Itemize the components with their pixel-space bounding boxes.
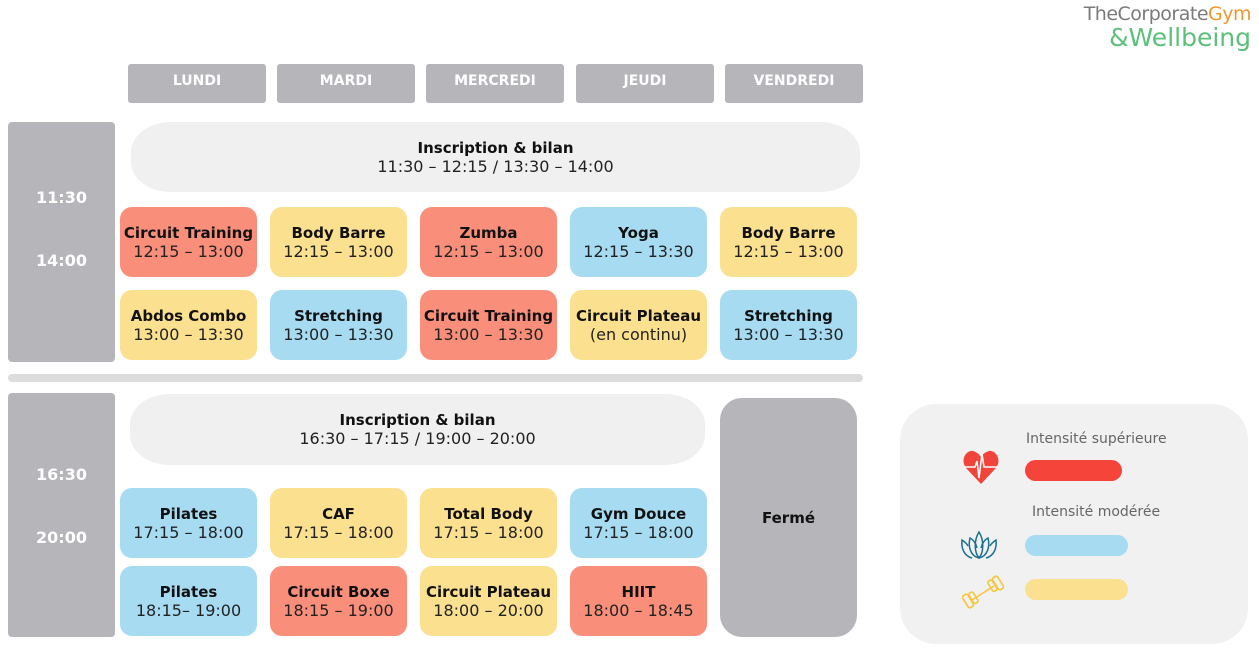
midday-time-panel: 11:30 14:00 [8,122,115,362]
class-name: Pilates [159,504,218,523]
day-header-jeudi: JEUDI [576,64,714,103]
class-hours: 17:15 – 18:00 [283,522,394,542]
legend: Intensité supérieure Intensité modérée [900,404,1248,644]
legend-blue-bar [1025,535,1128,556]
day-header-vendredi: VENDREDI [725,64,863,103]
class-hours: 13:00 – 13:30 [433,324,544,344]
class-name: Zumba [459,223,518,242]
class-name: Circuit Boxe [287,582,390,601]
class-name: Yoga [618,223,659,242]
closed-label: Fermé [761,508,815,527]
start-time: 16:30 [36,465,87,484]
class-name: Body Barre [291,223,386,242]
class-hours: 13:00 – 13:30 [283,324,394,344]
dumbbell-icon [962,575,1004,609]
class-name: Abdos Combo [130,306,247,325]
legend-moderate-label: Intensité modérée [1032,504,1161,520]
logo: TheCorporateGym &Wellbeing [1083,2,1252,52]
logo-wellbeing: &Wellbeing [1109,23,1251,52]
class-hours: 18:15– 19:00 [135,600,242,620]
class-name: Circuit Training [123,223,254,242]
class-hours: 18:00 – 18:45 [583,600,694,620]
legend-yellow-bar [1025,579,1128,600]
inscription-title: Inscription & bilan [417,138,574,157]
evening-inscription: Inscription & bilan 16:30 – 17:15 / 19:0… [130,394,705,465]
class-name: Body Barre [741,223,836,242]
class-name: Circuit Training [423,306,554,325]
logo-text: TheCorporate [1083,3,1209,25]
class-hours: 12:15 – 13:30 [583,241,694,261]
class-hours: 13:00 – 13:30 [733,324,844,344]
class-card[interactable]: Circuit Plateau(en continu) [570,290,707,360]
class-name: CAF [322,504,355,523]
class-name: HIIT [621,582,656,601]
class-name: Total Body [444,504,533,523]
legend-high-bar [1025,460,1122,481]
class-hours: 17:15 – 18:00 [433,522,544,542]
legend-high-label: Intensité supérieure [1026,431,1167,447]
class-hours: 17:15 – 18:00 [583,522,694,542]
class-name: Gym Douce [590,504,687,523]
midday-inscription: Inscription & bilan 11:30 – 12:15 / 13:3… [131,122,860,192]
start-time: 11:30 [36,188,87,207]
class-name: Circuit Plateau [575,306,702,325]
class-hours: 17:15 – 18:00 [133,522,244,542]
inscription-hours: 11:30 – 12:15 / 13:30 – 14:00 [377,156,614,176]
inscription-title: Inscription & bilan [339,411,496,429]
logo-text-gym: Gym [1208,3,1251,25]
heart-rate-icon [963,450,999,484]
class-name: Stretching [744,306,833,325]
class-hours: 12:15 – 13:00 [733,241,844,261]
class-hours: 12:15 – 13:00 [283,241,394,261]
end-time: 14:00 [36,251,87,270]
day-header-mercredi: MERCREDI [426,64,564,103]
class-name: Pilates [159,582,218,601]
closed-friday: Fermé [720,398,857,637]
class-hours: 18:00 – 20:00 [433,600,544,620]
day-header-mardi: MARDI [277,64,415,103]
class-hours: 13:00 – 13:30 [133,324,244,344]
lotus-icon [961,530,997,560]
class-hours: 18:15 – 19:00 [283,600,394,620]
class-name: Stretching [294,306,383,325]
separator [8,374,863,382]
day-header-lundi: LUNDI [128,64,266,103]
class-hours: 12:15 – 13:00 [133,241,244,261]
class-hours: (en continu) [589,324,688,344]
end-time: 20:00 [36,528,87,547]
class-name: Circuit Plateau [425,582,552,601]
inscription-hours: 16:30 – 17:15 / 19:00 – 20:00 [299,429,536,448]
class-hours: 12:15 – 13:00 [433,241,544,261]
evening-time-panel: 16:30 20:00 [8,393,115,637]
